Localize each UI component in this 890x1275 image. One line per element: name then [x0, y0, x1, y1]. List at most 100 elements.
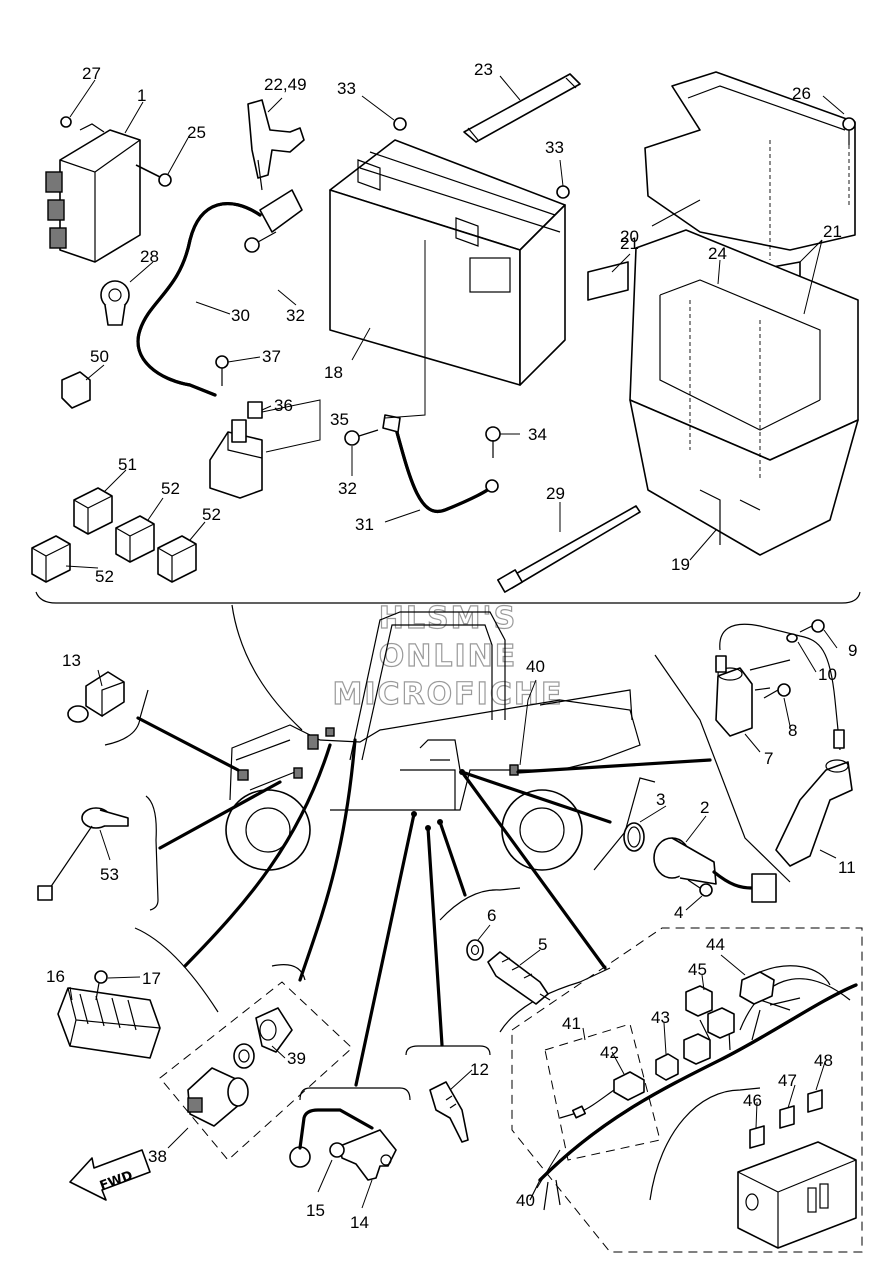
group-40-dashed-box [511, 927, 863, 1253]
coupler-51 [73, 487, 113, 535]
sensor-39 [255, 1007, 293, 1053]
coupler-52-c [157, 535, 197, 583]
ignition-coil-7 [715, 623, 845, 751]
coupler-52-b [31, 535, 71, 583]
bolt-4 [687, 879, 713, 897]
fuse-47 [779, 1105, 795, 1129]
sensor-5 [487, 951, 551, 1005]
spark-plug-12 [429, 1081, 469, 1143]
connector-42 [559, 1071, 645, 1119]
bolt-8 [763, 683, 791, 699]
callout-11: 11 [838, 858, 856, 877]
ground-cable-31 [382, 414, 499, 514]
sensor-2 [653, 837, 777, 903]
fuse-36 [247, 401, 263, 419]
top-section-bracket [35, 591, 861, 604]
callout-45: 45 [688, 960, 707, 979]
screw-37 [215, 355, 229, 386]
group-38-dashed-box [159, 981, 353, 1161]
callout-48: 48 [814, 1051, 833, 1070]
callout-25: 25 [187, 123, 206, 142]
washer-6 [466, 939, 484, 961]
callout-4: 4 [674, 903, 683, 922]
callout-16: 16 [46, 967, 65, 986]
callout-27: 27 [82, 64, 101, 83]
rectifier-16 [57, 987, 161, 1059]
watermark-line-2: ONLINE [379, 639, 518, 674]
battery-box-19 [629, 229, 859, 556]
switch-13 [67, 671, 125, 723]
battery-band-23 [463, 73, 581, 143]
callout-52-b: 52 [95, 567, 114, 586]
nut-33-left [393, 117, 407, 131]
part-50 [61, 371, 91, 409]
callout-5: 5 [538, 935, 547, 954]
battery-lead [384, 240, 426, 419]
sensor-53 [37, 807, 129, 901]
relay-44 [739, 965, 831, 1005]
starter-cable-30 [136, 189, 303, 397]
callout-6: 6 [487, 906, 496, 925]
callout-40-upper: 40 [526, 657, 545, 676]
callout-12: 12 [470, 1060, 489, 1079]
callout-31: 31 [355, 515, 374, 534]
callout-18: 18 [324, 363, 343, 382]
callout-26: 26 [792, 84, 811, 103]
callout-2: 2 [700, 798, 709, 817]
part-43 [655, 1053, 679, 1081]
cable-tie-29 [497, 505, 641, 593]
callout-7: 7 [764, 749, 773, 768]
section-divider-line [231, 604, 303, 731]
bolt-32-upper [244, 231, 277, 253]
callout-35: 35 [330, 410, 349, 429]
callout-52-a: 52 [161, 479, 180, 498]
fuse-48 [807, 1089, 823, 1113]
callout-9: 9 [848, 641, 857, 660]
callout-40-lower: 40 [516, 1191, 535, 1210]
callout-8: 8 [788, 721, 797, 740]
bolt-34 [485, 426, 501, 458]
fuse-46 [749, 1125, 765, 1149]
callout-37: 37 [262, 347, 281, 366]
coupler-52-a [115, 515, 155, 563]
callout-51: 51 [118, 455, 137, 474]
callout-20: 20 [620, 227, 639, 246]
callout-42: 42 [600, 1043, 619, 1062]
callout-36: 36 [274, 396, 293, 415]
callout-43: 43 [651, 1008, 670, 1027]
callout-47: 47 [778, 1071, 797, 1090]
bolt-32-lower [344, 429, 379, 446]
watermark-line-1: HLSM'S [379, 601, 517, 636]
battery-18 [329, 139, 566, 386]
nut-33-right [556, 185, 570, 199]
callout-41: 41 [562, 1014, 581, 1033]
clamp-22-49 [247, 99, 305, 191]
vehicle-outline [225, 611, 641, 871]
callout-28: 28 [140, 247, 159, 266]
callout-22-49: 22,49 [264, 75, 307, 94]
callout-39: 39 [287, 1049, 306, 1068]
callout-32-upper: 32 [286, 306, 305, 325]
callout-10: 10 [818, 665, 837, 684]
callout-44: 44 [706, 935, 725, 954]
callout-14: 14 [350, 1213, 369, 1232]
callout-15: 15 [306, 1201, 325, 1220]
callout-53: 53 [100, 865, 119, 884]
relay-45b [683, 1007, 735, 1065]
callout-33-left: 33 [337, 79, 356, 98]
pickup-coil-15-14 [289, 1108, 397, 1181]
callout-29: 29 [546, 484, 565, 503]
ecu-unit [45, 123, 141, 263]
sensor-38 [187, 1067, 249, 1127]
starter-relay-35 [209, 419, 263, 499]
callout-23: 23 [474, 60, 493, 79]
callout-33-right: 33 [545, 138, 564, 157]
bracket-35 [261, 399, 321, 453]
callout-32-lower: 32 [338, 479, 357, 498]
nut-27 [60, 116, 72, 128]
callout-24: 24 [708, 244, 727, 263]
bolt-17 [94, 970, 108, 1001]
callout-labels: 1 27 25 22,49 33 23 33 26 20 21 21 24 28… [46, 60, 857, 1232]
callout-50: 50 [90, 347, 109, 366]
